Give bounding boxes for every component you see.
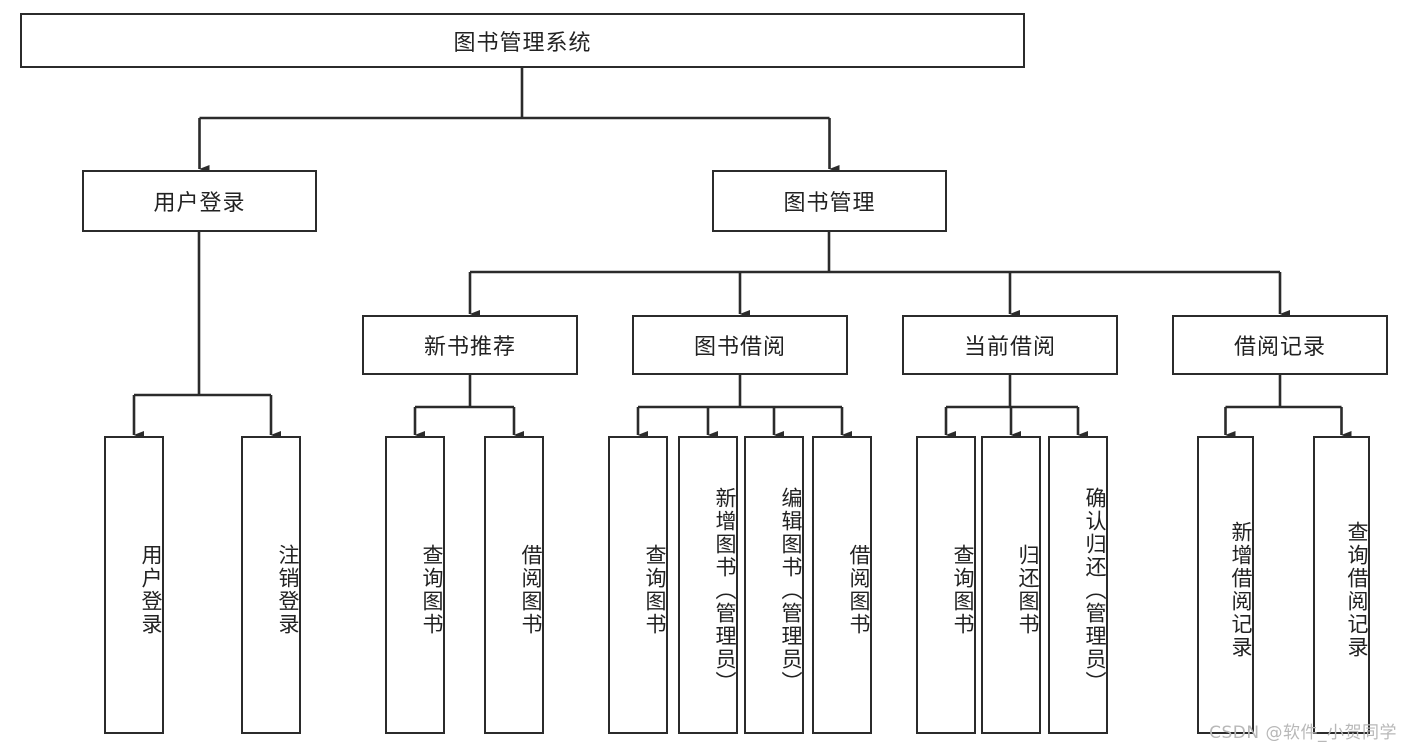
node-label: 编辑图书（管理员） bbox=[779, 486, 803, 694]
node-label: 图书借阅 bbox=[693, 335, 786, 360]
connector-group bbox=[132, 68, 1352, 439]
node-label: 查询借阅记录 bbox=[1345, 521, 1369, 659]
node-root[interactable]: 图书管理系统 bbox=[20, 13, 1025, 68]
node-leaf-edit-book[interactable]: 编辑图书（管理员） bbox=[744, 436, 804, 734]
node-book-management[interactable]: 图书管理 bbox=[712, 170, 947, 232]
node-label: 借阅图书 bbox=[847, 544, 871, 636]
node-borrow-records[interactable]: 借阅记录 bbox=[1172, 315, 1388, 375]
node-label: 注销登录 bbox=[276, 544, 300, 636]
node-leaf-borrow-book-2[interactable]: 借阅图书 bbox=[812, 436, 872, 734]
node-label: 新增图书（管理员） bbox=[713, 486, 737, 694]
node-label: 图书管理 bbox=[783, 191, 876, 216]
node-new-book-recommend[interactable]: 新书推荐 bbox=[362, 315, 578, 375]
node-leaf-add-record[interactable]: 新增借阅记录 bbox=[1197, 436, 1254, 734]
node-label: 查询图书 bbox=[420, 544, 444, 636]
node-leaf-return-book[interactable]: 归还图书 bbox=[981, 436, 1041, 734]
node-label: 借阅图书 bbox=[519, 544, 543, 636]
node-label: 查询图书 bbox=[643, 544, 667, 636]
node-leaf-query-book-1[interactable]: 查询图书 bbox=[385, 436, 445, 734]
node-leaf-query-record[interactable]: 查询借阅记录 bbox=[1313, 436, 1370, 734]
node-leaf-query-book-3[interactable]: 查询图书 bbox=[916, 436, 976, 734]
node-leaf-user-login[interactable]: 用户登录 bbox=[104, 436, 164, 734]
node-leaf-confirm-return[interactable]: 确认归还（管理员） bbox=[1048, 436, 1108, 734]
node-leaf-logout[interactable]: 注销登录 bbox=[241, 436, 301, 734]
node-label: 借阅记录 bbox=[1233, 335, 1326, 360]
node-label: 归还图书 bbox=[1016, 544, 1040, 636]
node-leaf-borrow-book-1[interactable]: 借阅图书 bbox=[484, 436, 544, 734]
node-label: 图书管理系统 bbox=[453, 30, 592, 56]
node-user-login[interactable]: 用户登录 bbox=[82, 170, 317, 232]
node-label: 用户登录 bbox=[153, 191, 246, 216]
node-label: 确认归还（管理员） bbox=[1083, 486, 1107, 694]
node-current-borrow[interactable]: 当前借阅 bbox=[902, 315, 1118, 375]
node-label: 新书推荐 bbox=[423, 335, 516, 360]
node-label: 新增借阅记录 bbox=[1229, 521, 1253, 659]
node-book-borrow[interactable]: 图书借阅 bbox=[632, 315, 848, 375]
node-label: 查询图书 bbox=[951, 544, 975, 636]
node-leaf-query-book-2[interactable]: 查询图书 bbox=[608, 436, 668, 734]
node-label: 用户登录 bbox=[139, 544, 163, 636]
node-label: 当前借阅 bbox=[963, 335, 1056, 360]
node-leaf-add-book[interactable]: 新增图书（管理员） bbox=[678, 436, 738, 734]
